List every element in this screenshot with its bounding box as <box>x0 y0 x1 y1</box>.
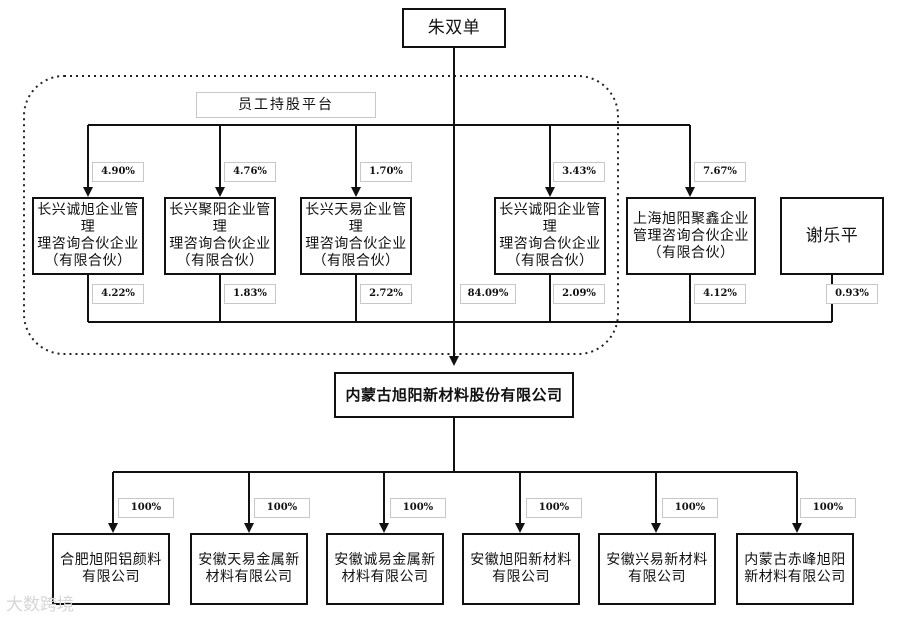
company-stake-entity-1: 4.22% <box>92 284 144 304</box>
founder-stake-entity-5: 7.67% <box>694 162 746 182</box>
holding-entity-3: 长兴天易企业管理 理咨询合伙企业 （有限合伙） <box>300 197 412 275</box>
company-box: 内蒙古旭阳新材料股份有限公司 <box>334 372 574 418</box>
subsidiary-2-name: 安徽天易金属新 材料有限公司 <box>198 552 300 585</box>
holding-entity-4-name: 长兴诚阳企业管理 理咨询合伙企业 （有限合伙） <box>499 202 601 269</box>
platform-boundary <box>23 75 619 355</box>
holding-entity-1: 长兴诚旭企业管理 理咨询合伙企业 （有限合伙） <box>32 197 144 275</box>
platform-label: 员工持股平台 <box>196 92 376 118</box>
founder-name: 朱双单 <box>427 17 481 38</box>
founder-stake-entity-3: 1.70% <box>360 162 412 182</box>
other-shareholder-box: 谢乐平 <box>780 197 884 275</box>
company-name: 内蒙古旭阳新材料股份有限公司 <box>345 385 563 404</box>
company-stake-entity-5: 4.12% <box>694 284 746 304</box>
subsidiary-5: 安徽兴易新材料 有限公司 <box>598 533 716 605</box>
founder-stake-entity-1: 4.90% <box>92 162 144 182</box>
holding-entity-5-name: 上海旭阳聚鑫企业 管理咨询合伙企业 （有限合伙） <box>633 210 749 261</box>
founder-stake-entity-2: 4.76% <box>224 162 276 182</box>
company-stake-other-shareholder: 0.93% <box>826 284 878 304</box>
subsidiary-6-name: 内蒙古赤峰旭阳 新材料有限公司 <box>744 552 846 585</box>
subsidiary-3-stake: 100% <box>390 498 446 518</box>
subsidiary-1-name: 合肥旭阳铝颜料 有限公司 <box>60 552 162 585</box>
company-stake-entity-3: 2.72% <box>360 284 412 304</box>
subsidiary-1-stake: 100% <box>118 498 174 518</box>
holding-entity-5: 上海旭阳聚鑫企业 管理咨询合伙企业 （有限合伙） <box>626 197 756 275</box>
subsidiary-2-stake: 100% <box>254 498 310 518</box>
subsidiary-5-name: 安徽兴易新材料 有限公司 <box>606 552 708 585</box>
holding-entity-3-name: 长兴天易企业管理 理咨询合伙企业 （有限合伙） <box>305 202 407 269</box>
subsidiary-6-stake: 100% <box>800 498 856 518</box>
founder-stake-entity-4: 3.43% <box>553 162 605 182</box>
company-stake-entity-4: 2.09% <box>553 284 605 304</box>
subsidiary-4: 安徽旭阳新材料 有限公司 <box>462 533 580 605</box>
subsidiary-4-stake: 100% <box>526 498 582 518</box>
subsidiary-2: 安徽天易金属新 材料有限公司 <box>190 533 308 605</box>
holding-entity-2-name: 长兴聚阳企业管理 理咨询合伙企业 （有限合伙） <box>169 202 271 269</box>
holding-entity-1-name: 长兴诚旭企业管理 理咨询合伙企业 （有限合伙） <box>37 202 139 269</box>
holding-entity-4: 长兴诚阳企业管理 理咨询合伙企业 （有限合伙） <box>494 197 606 275</box>
subsidiary-1: 合肥旭阳铝颜料 有限公司 <box>52 533 170 605</box>
subsidiary-5-stake: 100% <box>662 498 718 518</box>
holding-entity-2: 长兴聚阳企业管理 理咨询合伙企业 （有限合伙） <box>164 197 276 275</box>
other-shareholder-name: 谢乐平 <box>805 225 859 246</box>
subsidiary-3-name: 安徽诚易金属新 材料有限公司 <box>334 552 436 585</box>
founder-direct-stake: 84.09% <box>460 284 516 304</box>
subsidiary-6: 内蒙古赤峰旭阳 新材料有限公司 <box>736 533 854 605</box>
company-stake-entity-2: 1.83% <box>224 284 276 304</box>
subsidiary-4-name: 安徽旭阳新材料 有限公司 <box>470 552 572 585</box>
subsidiary-3: 安徽诚易金属新 材料有限公司 <box>326 533 444 605</box>
founder-box: 朱双单 <box>402 8 506 48</box>
watermark: 大数跨境 <box>6 595 74 615</box>
